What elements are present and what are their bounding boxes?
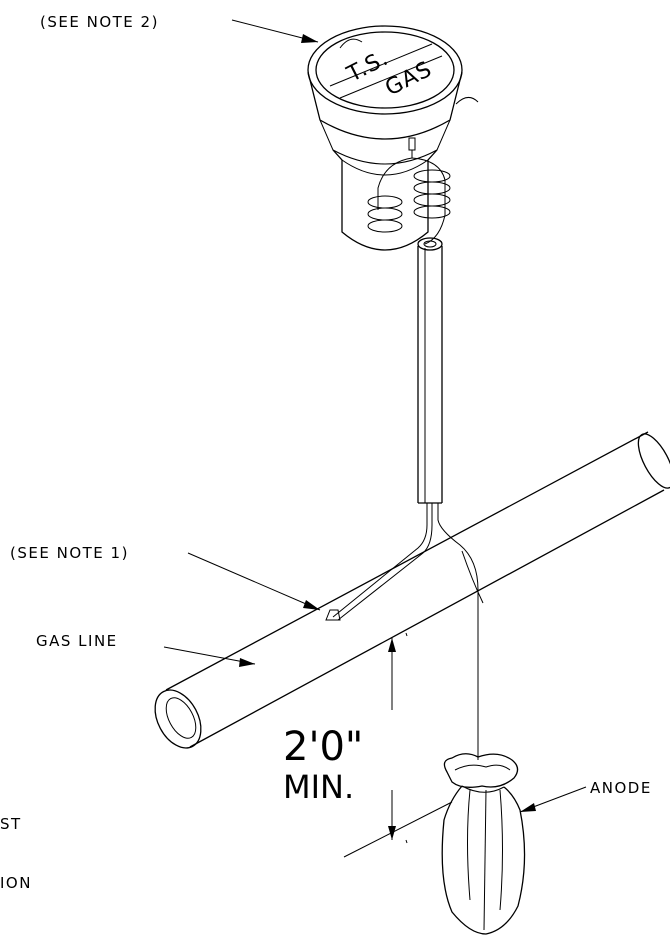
riser-conduit (417, 246, 443, 504)
test-leads (332, 503, 479, 760)
gas-line-label: GAS LINE (36, 632, 118, 650)
note2-label: (SEE NOTE 2) (40, 13, 159, 31)
anode-label: ANODE (590, 779, 652, 797)
gas-pipe (154, 431, 670, 749)
callout-anode: ANODE (519, 779, 652, 813)
callout-note2: (SEE NOTE 2) (40, 13, 319, 43)
partial-text-2: ION (0, 874, 32, 892)
depth-dimension: 2'0" MIN. (283, 638, 453, 858)
tick-mark (405, 839, 408, 844)
tick-mark (405, 632, 408, 637)
callout-gas-line: GAS LINE (36, 632, 256, 667)
dimension-min: MIN. (283, 768, 354, 806)
callout-note1: (SEE NOTE 1) (10, 544, 321, 611)
note1-label: (SEE NOTE 1) (10, 544, 129, 562)
partial-text-1: ST (0, 815, 22, 833)
dimension-value: 2'0" (283, 724, 363, 770)
anode-bag (441, 753, 526, 935)
test-station-box: T.S. GAS (307, 25, 479, 251)
